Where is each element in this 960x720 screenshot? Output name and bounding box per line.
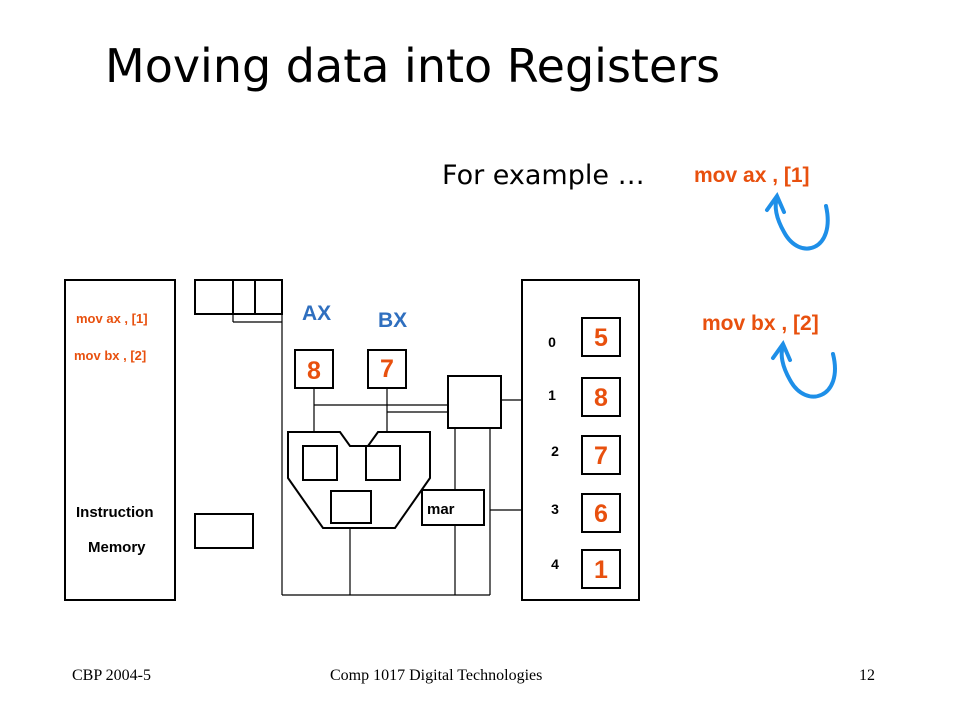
memory-value-0: 5	[594, 324, 608, 352]
memory-value-4: 1	[594, 556, 608, 584]
register-ax-value: 8	[307, 357, 321, 385]
memory-cell-0	[581, 317, 621, 357]
memory-address-4: 4	[551, 556, 559, 572]
register-ax-label: AX	[302, 302, 331, 325]
memory-cell-1	[581, 377, 621, 417]
memory-cell-4	[581, 549, 621, 589]
footer-page-number: 12	[859, 667, 875, 684]
alu-input-a	[302, 445, 338, 481]
memory-value-2: 7	[594, 442, 608, 470]
instruction-mov-bx: mov bx , [2]	[702, 312, 819, 335]
instruction-memory-line-1: mov ax , [1]	[76, 311, 148, 326]
mar-label: mar	[427, 501, 455, 518]
memory-value-3: 6	[594, 500, 608, 528]
mar-box	[421, 489, 485, 526]
alu-output	[330, 490, 372, 524]
instruction-memory-line-2: mov bx , [2]	[74, 348, 146, 363]
memory-value-1: 8	[594, 384, 608, 412]
control-unit-box	[447, 375, 502, 429]
cycle-arrow-icon-2	[771, 339, 837, 399]
memory-cell-3	[581, 493, 621, 533]
register-bx-value: 7	[380, 355, 394, 383]
bus-wires	[232, 314, 522, 596]
footer-course-code: CBP 2004-5	[72, 667, 151, 684]
memory-address-1: 1	[548, 387, 556, 403]
data-memory-box	[521, 279, 640, 601]
instruction-memory-label-1: Instruction	[76, 504, 154, 521]
memory-address-0: 0	[548, 334, 556, 350]
memory-cell-2	[581, 435, 621, 475]
cycle-arrow-icon-1	[765, 191, 830, 251]
alu-input-b	[365, 445, 401, 481]
instruction-mov-ax: mov ax , [1]	[694, 164, 810, 187]
instruction-register	[194, 279, 283, 315]
slide-title: Moving data into Registers	[105, 39, 720, 93]
example-label: For example …	[442, 160, 645, 191]
memory-address-2: 2	[551, 443, 559, 459]
program-counter-box	[194, 513, 254, 549]
instruction-memory-box	[64, 279, 176, 601]
memory-address-3: 3	[551, 501, 559, 517]
register-bx-label: BX	[378, 309, 407, 332]
footer-course-title: Comp 1017 Digital Technologies	[330, 667, 542, 684]
instruction-memory-label-2: Memory	[88, 539, 146, 556]
